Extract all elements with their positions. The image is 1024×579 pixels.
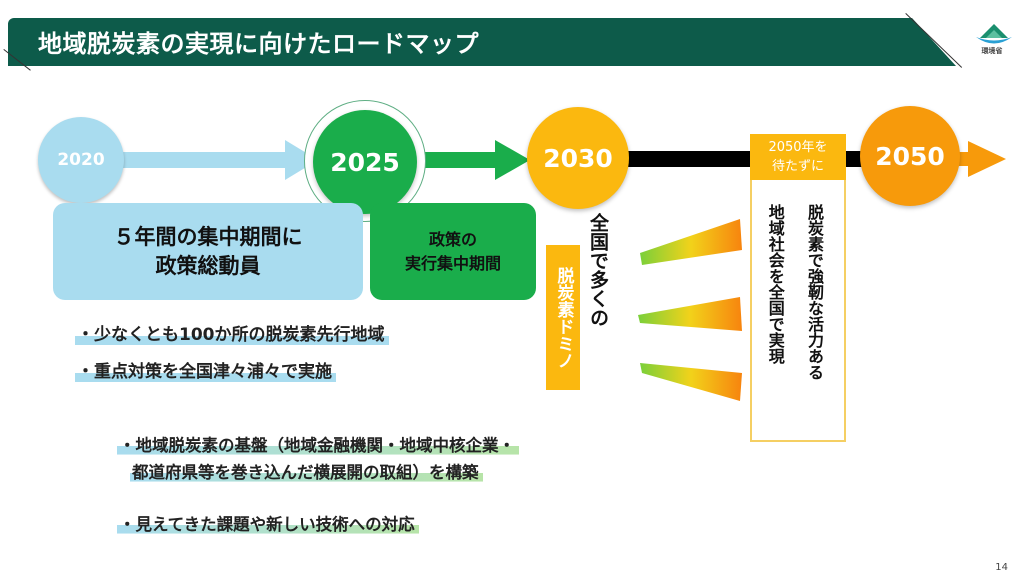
logo-label: 環境省 [981, 47, 1003, 55]
timeline-arrows [110, 140, 1006, 180]
bullet-text: ・重点対策を全国津々浦々で実施 [75, 362, 336, 382]
goal-box: 脱炭素で強靭な活力ある 地域社会を全国で実現 [750, 180, 846, 442]
bullet-text: ・少なくとも100か所の脱炭素先行地域 [75, 325, 389, 345]
domino-icon [638, 219, 742, 401]
domino-row-2 [638, 297, 742, 331]
before-2050-label: 2050年を 待たずに [750, 134, 846, 180]
bullet-item: ・重点対策を全国津々浦々で実施 [75, 357, 336, 382]
page-title: 地域脱炭素の実現に向けたロードマップ [38, 30, 479, 58]
milestone-2020: 2020 [38, 117, 124, 203]
phase-text: 政策の [428, 230, 477, 250]
page-number: 14 [995, 562, 1008, 573]
bullet-text: 都道府県等を巻き込んだ横展開の取組）を構築 [130, 463, 483, 482]
bullet-item-continued: 都道府県等を巻き込んだ横展開の取組）を構築 [130, 459, 483, 483]
milestone-year: 2030 [543, 143, 613, 173]
before-2050-line: 2050年を [768, 140, 828, 155]
milestone-2050: 2050 [860, 106, 960, 206]
phase-text: 実行集中期間 [404, 253, 501, 273]
bullet-text: ・地域脱炭素の基盤（地域金融機関・地域中核企業・ [117, 436, 519, 455]
before-2050-line: 待たずに [771, 159, 824, 174]
goal-text-line2: 地域社会を全国で実現 [765, 204, 785, 364]
arrow-2025-2030 [420, 140, 530, 180]
domino-row-3 [640, 363, 742, 401]
goal-text-line1: 脱炭素で強靭な活力ある [805, 204, 824, 380]
ministry-of-environment-logo [976, 24, 1012, 44]
domino-tag: 脱炭素ドミノ [546, 245, 580, 390]
milestone-year: 2025 [330, 147, 400, 177]
milestone-year: 2050 [875, 141, 945, 171]
milestone-2025: 2025 [313, 110, 417, 214]
phase-box-implementation-period: 政策の 実行集中期間 [370, 203, 536, 300]
milestone-year: 2020 [57, 150, 105, 170]
phase-text: 政策総動員 [155, 253, 261, 278]
bullet-item: ・少なくとも100か所の脱炭素先行地域 [75, 320, 389, 345]
milestone-2030: 2030 [527, 107, 629, 209]
phase-text: ５年間の集中期間に [113, 225, 303, 250]
bullet-item: ・地域脱炭素の基盤（地域金融機関・地域中核企業・ [117, 432, 519, 456]
header-banner [8, 18, 956, 66]
bullet-item: ・見えてきた課題や新しい技術への対応 [117, 511, 419, 535]
bullet-text: ・見えてきた課題や新しい技術への対応 [117, 515, 419, 534]
arrow-2020-2025 [110, 140, 318, 180]
phase-box-intensive-period: ５年間の集中期間に 政策総動員 [53, 203, 363, 300]
domino-row-1 [640, 219, 742, 265]
domino-caption: 全国で多くの [587, 213, 609, 327]
